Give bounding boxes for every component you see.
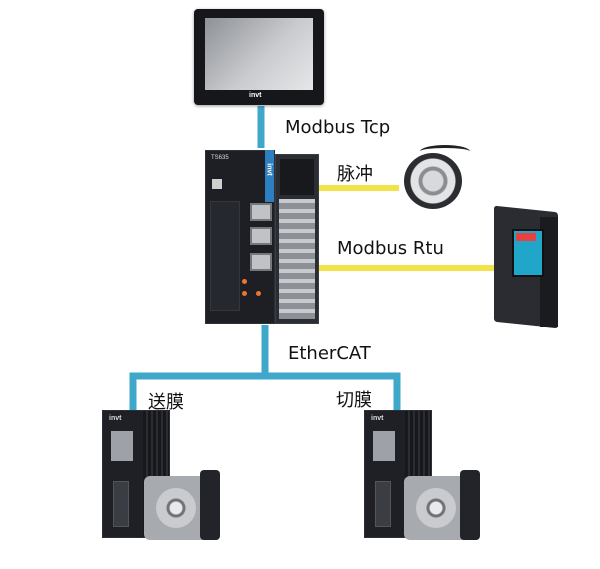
rotary-encoder: [400, 145, 470, 213]
motor-right-shaft-face: [416, 488, 456, 528]
status-led-orange-1: [242, 279, 247, 284]
servo-left-ports: [111, 431, 133, 461]
servo-motor-right: [404, 470, 480, 548]
encoder-body: [404, 153, 462, 209]
modbus-rtu-label: Modbus Rtu: [337, 238, 444, 259]
ethernet-port-2: [250, 227, 272, 245]
plc-qr-code: [212, 179, 222, 189]
motor-left-body: [200, 470, 220, 540]
servo-right-ports: [373, 431, 395, 461]
servo-left-connector: [113, 481, 129, 527]
status-led-orange-2: [242, 291, 247, 296]
plc-brand-strip: [265, 150, 274, 202]
plc-logo: invt: [265, 163, 273, 176]
motor-left-shaft-face: [156, 488, 196, 528]
pulse-label: 脉冲: [337, 164, 373, 185]
io-terminal-block: [279, 199, 315, 319]
vfd-side: [540, 217, 558, 327]
plc-io-module: [275, 154, 319, 324]
io-led-panel: [280, 159, 314, 195]
ethernet-port-3: [250, 253, 272, 271]
cut-film-label: 切膜: [336, 390, 372, 411]
feed-film-label: 送膜: [148, 392, 184, 413]
vfd-drive: [494, 205, 574, 329]
plc-cpu-module: TS635: [205, 150, 275, 324]
hmi-logo: invt: [249, 92, 262, 99]
plc-controller: TS635 invt: [205, 150, 319, 325]
modbus-tcp-label: Modbus Tcp: [285, 117, 391, 138]
ethernet-port-1: [250, 203, 272, 221]
status-led-orange-3: [256, 291, 261, 296]
servo-right-logo: invt: [371, 415, 384, 422]
servo-left-logo: invt: [109, 415, 122, 422]
servo-right-connector: [375, 481, 391, 527]
plc-door: [210, 201, 240, 311]
motor-right-body: [460, 470, 480, 540]
ethercat-label: EtherCAT: [288, 343, 371, 364]
vfd-display: [516, 233, 536, 241]
hmi-touch-panel: invt: [194, 9, 324, 105]
hmi-screen: [205, 18, 313, 90]
plc-model-label: TS635: [211, 155, 229, 161]
servo-motor-left: [144, 470, 220, 548]
encoder-cable: [420, 145, 470, 158]
ethercat-bus-line: [129, 372, 401, 413]
